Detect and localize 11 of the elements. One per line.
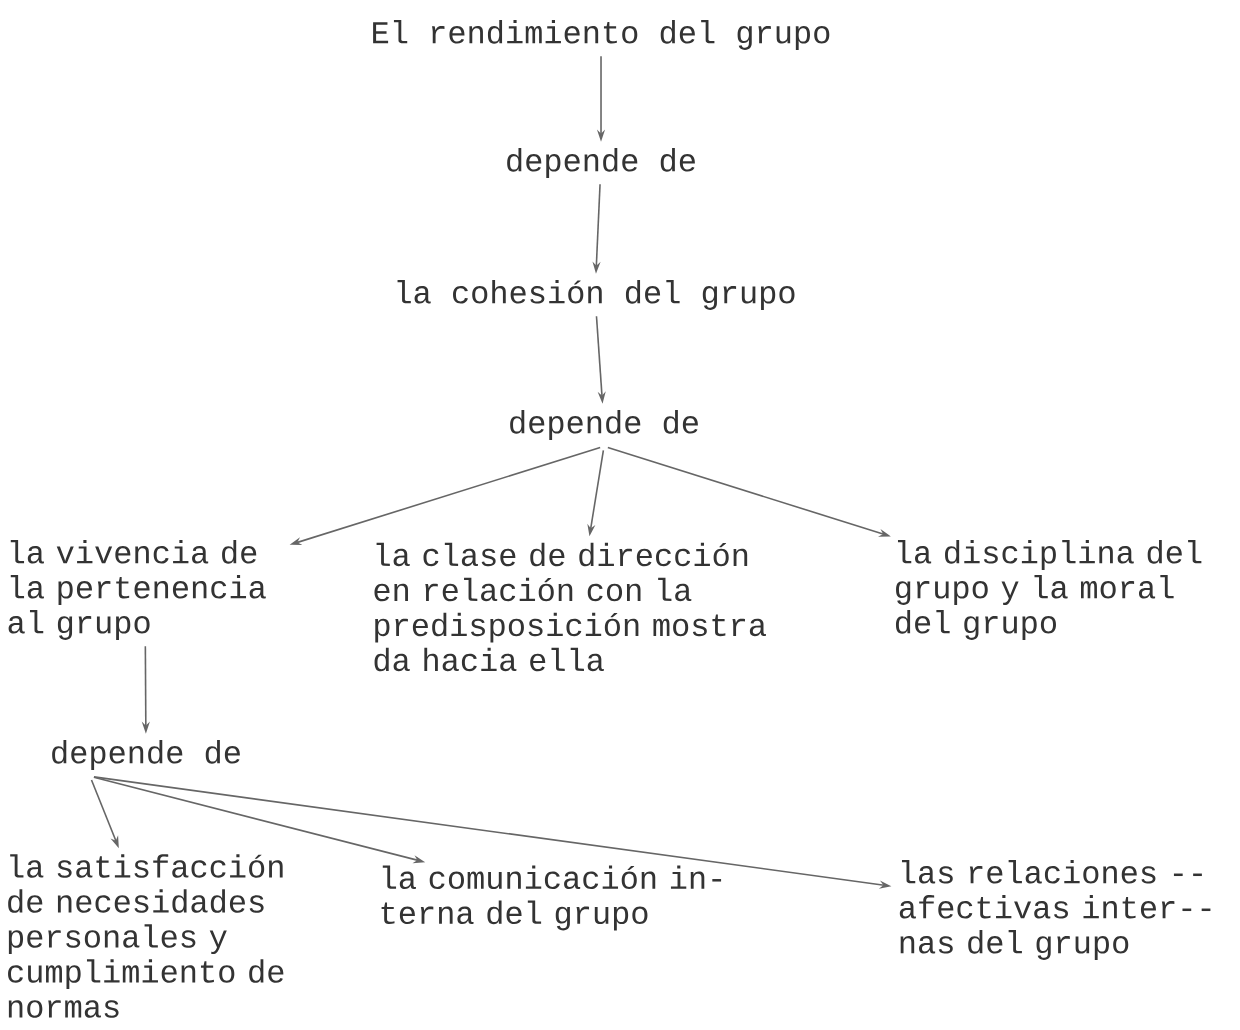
phrase-text: depende de [52, 740, 240, 770]
phrase-text: depende de [507, 148, 695, 178]
phrase-text: El rendimiento del grupo [373, 20, 830, 50]
concept-text: la clase de dirección en relación con la predisposición mostra da hacia ella [374, 542, 766, 672]
phrase-text: la cohesión del grupo [397, 280, 795, 310]
concept-text: la satisfacción de necesidades personales y cumplimiento de normas [8, 854, 284, 1018]
concept-text: la disciplina del grupo y la moral del grupo [896, 540, 1202, 640]
phrase-text: depende de [510, 410, 698, 440]
concept-text: la vivencia de la pertenencia al grupo [8, 540, 266, 640]
concept-text: las relaciones -- afectivas inter-- nas del grupo [899, 860, 1211, 960]
concept-text: la comunicación in- terna del grupo [381, 865, 722, 931]
